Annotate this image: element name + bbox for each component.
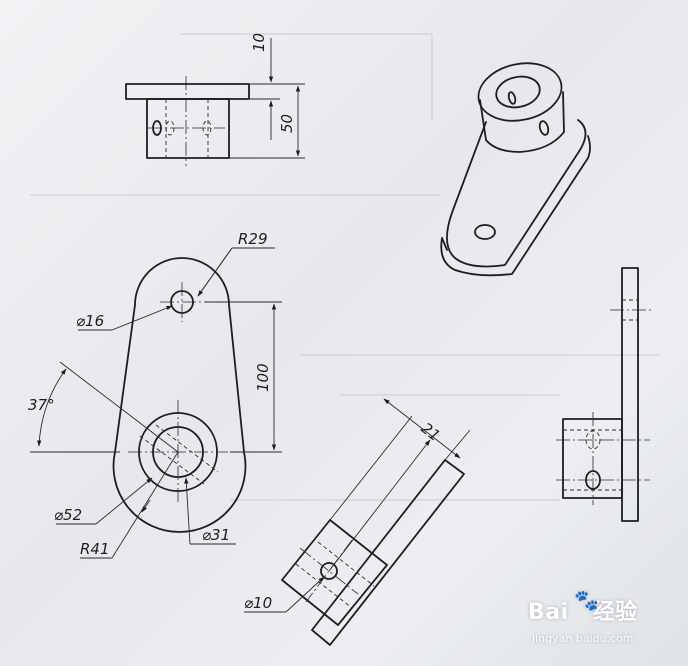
dim-angle: 37° xyxy=(28,396,55,414)
dim-upper-radius: R29 xyxy=(238,230,268,248)
dim-boss-outer: ⌀52 xyxy=(54,506,82,524)
front-view-flange xyxy=(125,83,250,100)
side-view-plate xyxy=(621,267,639,522)
dim-upper-hole: ⌀16 xyxy=(76,312,104,330)
paw-icon: 🐾 xyxy=(574,588,599,612)
isometric-lower-hole xyxy=(474,224,496,240)
dim-thickness: 10 xyxy=(250,33,268,52)
aux-view-hole xyxy=(320,562,338,580)
watermark-url: jingyan.baidu.com xyxy=(532,632,634,645)
isometric-slot xyxy=(538,120,550,136)
isometric-boss-top xyxy=(477,62,563,122)
front-view: 10 50 xyxy=(125,33,305,166)
dim-height: 50 xyxy=(278,114,296,133)
isometric-view xyxy=(440,62,591,277)
aux-view-plate xyxy=(311,459,465,646)
side-view xyxy=(556,267,652,522)
front-view-boss xyxy=(146,98,230,159)
dim-base-radius: R41 xyxy=(80,540,110,558)
plan-view-outline xyxy=(112,257,247,533)
isometric-boss-bore xyxy=(495,75,541,109)
dim-boss-bore: ⌀31 xyxy=(202,526,230,544)
dim-aux-hole: ⌀10 xyxy=(244,594,272,612)
auxiliary-view: 21 ⌀10 xyxy=(244,398,471,646)
side-view-boss xyxy=(562,418,623,499)
side-view-slot xyxy=(585,470,601,490)
plan-view: R29 ⌀16 100 37° ⌀52 R41 ⌀31 xyxy=(28,230,282,559)
isometric-plate-top xyxy=(446,119,587,268)
paper-ghost-lines xyxy=(30,33,660,501)
dim-aux-width: 21 xyxy=(418,419,444,445)
aux-view-boss xyxy=(281,519,388,626)
dim-center-distance: 100 xyxy=(254,363,272,392)
front-view-slot xyxy=(148,120,225,136)
